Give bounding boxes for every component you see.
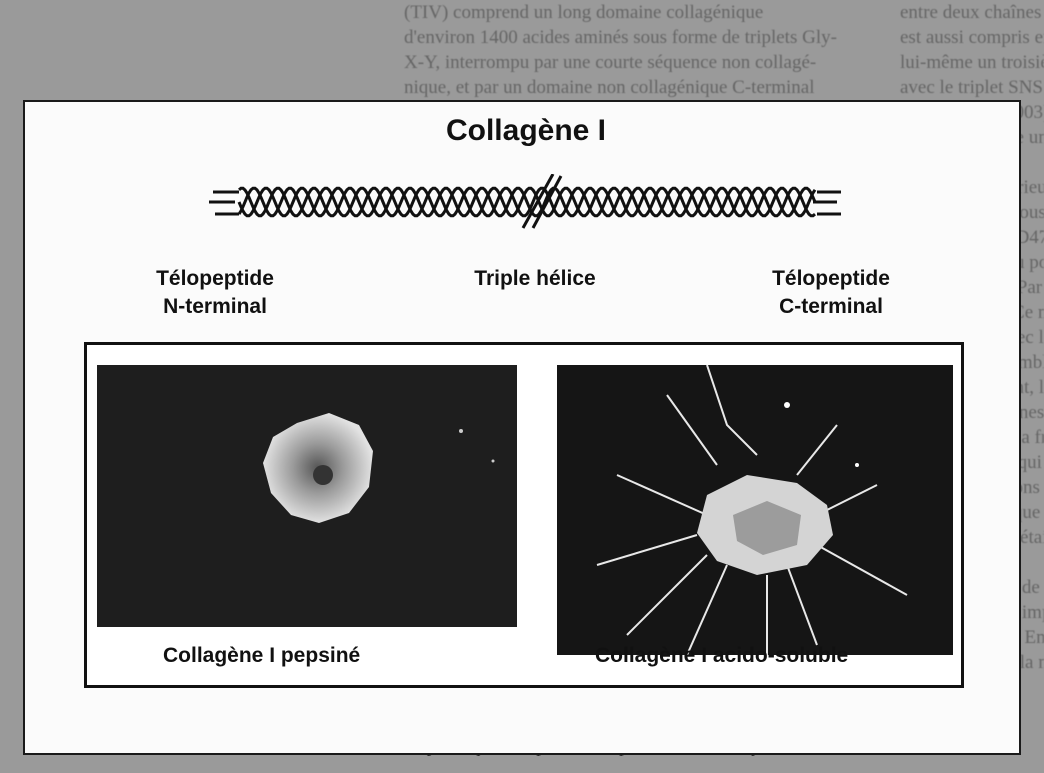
figure-title: Collagène I [25, 114, 1019, 148]
triple-helix-label: Triple hélice [445, 265, 625, 293]
pepsinized-collagen-photo [97, 365, 517, 627]
caption-acid-soluble: Collagène I acido-soluble [595, 644, 848, 668]
acid-soluble-collagen-photo [557, 365, 953, 655]
photo-panel [84, 342, 964, 688]
c-terminal-label: Télopeptide C-terminal [751, 265, 911, 321]
figure-frame: Collagène I Télopeptide N-terminal Tripl… [23, 100, 1021, 755]
caption-pepsinized: Collagène I pepsiné [163, 644, 360, 668]
triple-helix-diagram [205, 174, 845, 234]
n-terminal-label: Télopeptide N-terminal [135, 265, 295, 321]
